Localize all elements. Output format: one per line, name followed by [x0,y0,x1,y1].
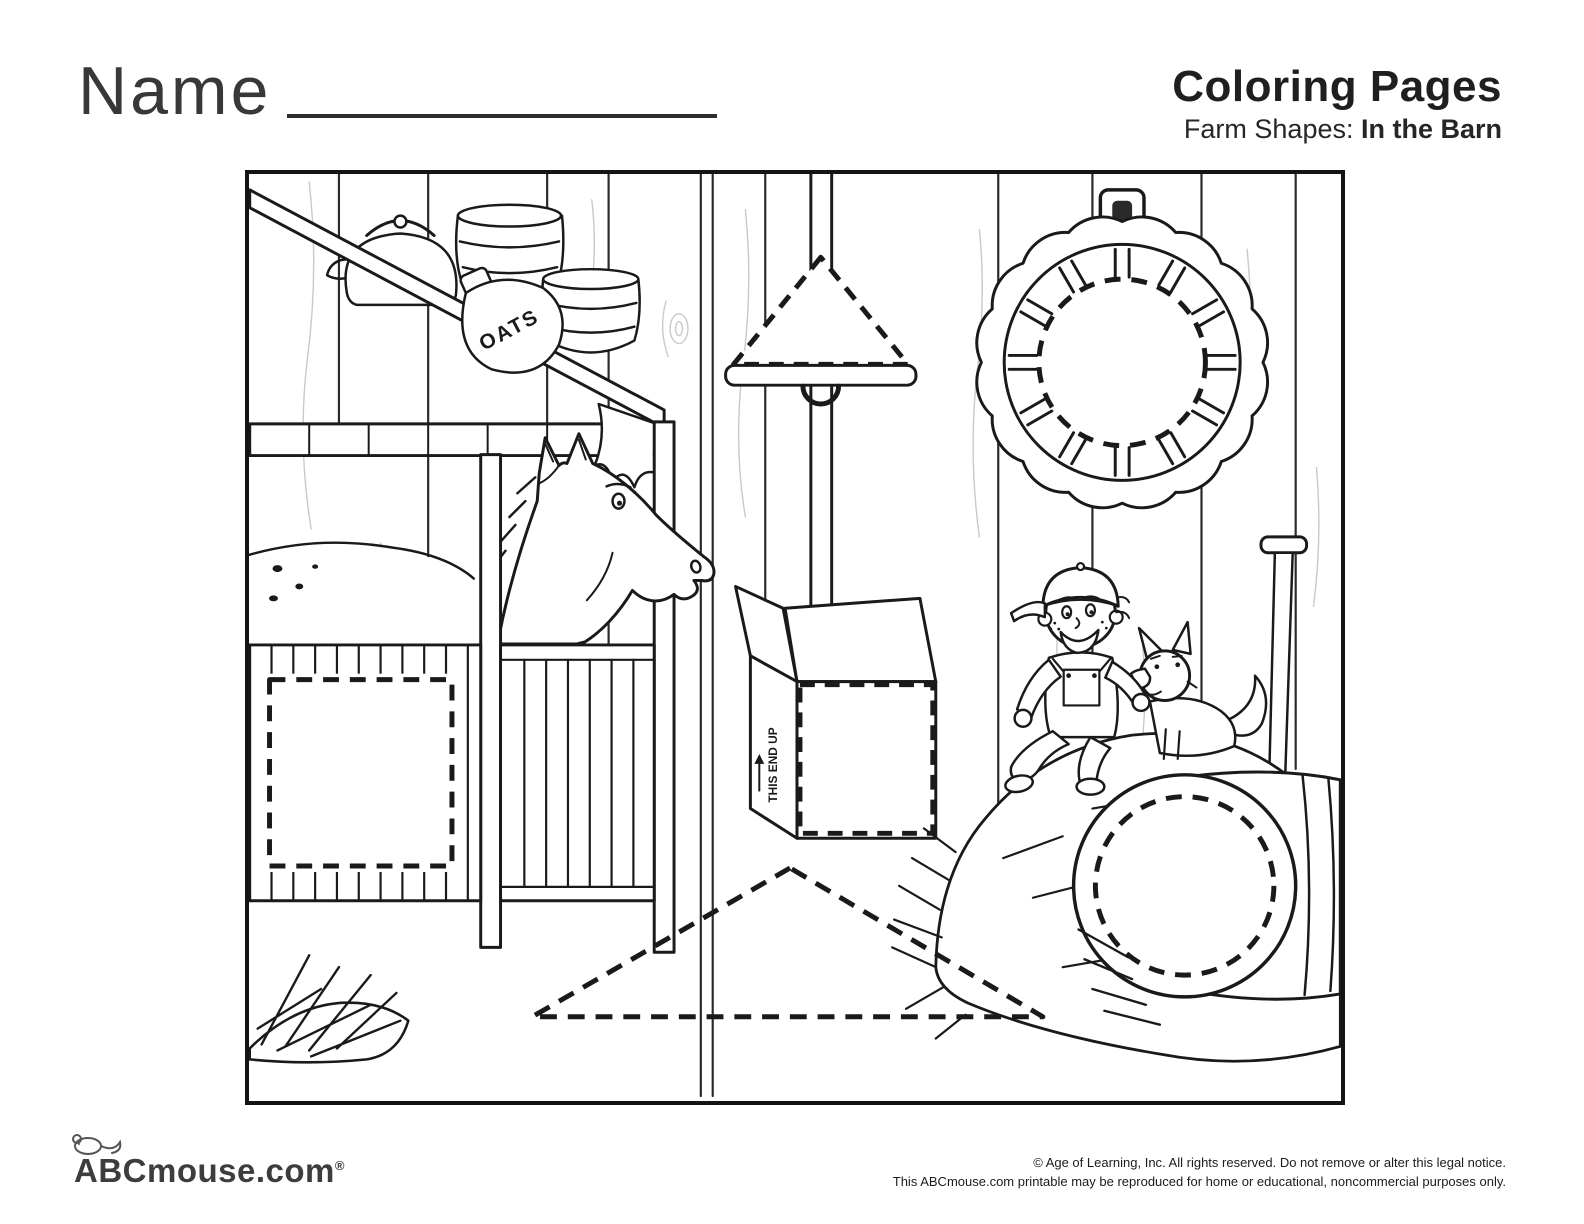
copyright-line-1: © Age of Learning, Inc. All rights reser… [1033,1155,1506,1170]
clock-ticks [1007,247,1237,477]
abcmouse-logo: ABCmouse.com® [72,1134,345,1190]
trace-triangle-floor [529,865,1046,1020]
this-end-up-arrow-icon [754,753,765,764]
page-subtitle: Farm Shapes: In the Barn [1172,114,1502,145]
subtitle-topic: In the Barn [1360,114,1502,144]
barn-clock [975,188,1270,510]
horse-nostril [689,559,702,574]
mouse-doodle-icon [68,1128,126,1166]
barrel-mid [540,267,641,354]
stall-post-left [479,453,503,949]
pitchfork-handle [1259,535,1309,790]
hay-over-barrel [1077,928,1162,1026]
hay-tuft-left [249,954,410,1064]
trace-triangle-lamp [731,254,911,367]
title-block: Coloring Pages Farm Shapes: In the Barn [1172,62,1502,145]
barn-scene: OATS [249,174,1341,1098]
logo-trademark: ® [334,1158,345,1173]
boy [1004,562,1151,796]
shelf-board [249,422,668,458]
name-write-line [287,114,718,118]
horse [249,432,716,646]
page-title: Coloring Pages [1172,62,1502,111]
lamp-rim [724,363,918,387]
legal-notice: © Age of Learning, Inc. All rights reser… [893,1154,1506,1192]
boy-smile [1059,628,1100,655]
barrel-wheel [1071,770,1341,1026]
stall-post-right [652,420,676,954]
lamp-bulb [800,383,842,407]
trace-square-box [797,682,936,836]
dog-tail [1228,674,1268,737]
dog [1126,620,1268,761]
name-block: Name [78,52,718,130]
boy-freckles [1049,620,1108,631]
stall-gate [499,643,656,903]
oats-jug: OATS [459,266,564,374]
name-label: Name [78,53,272,129]
logo-text: ABCmouse.com [74,1152,335,1189]
copyright-line-2: This ABCmouse.com printable may be repro… [892,1173,1506,1189]
horse-back [249,541,476,580]
loft-shelf: OATS [249,188,668,489]
trace-circle-barrel [1092,794,1277,978]
dog-body [1148,696,1237,757]
subtitle-prefix: Farm Shapes: [1183,114,1361,144]
illustration-frame: OATS [245,170,1345,1105]
cardboard-box: THIS END UP [734,584,938,840]
boy-cap-brim [1009,600,1047,623]
horse-eye [611,492,626,510]
trace-circle-clock [1036,276,1208,449]
stall-fence-left [249,643,483,903]
trace-square-door [267,677,455,869]
hanging-lamp [724,254,918,407]
box-label: THIS END UP [766,727,780,802]
